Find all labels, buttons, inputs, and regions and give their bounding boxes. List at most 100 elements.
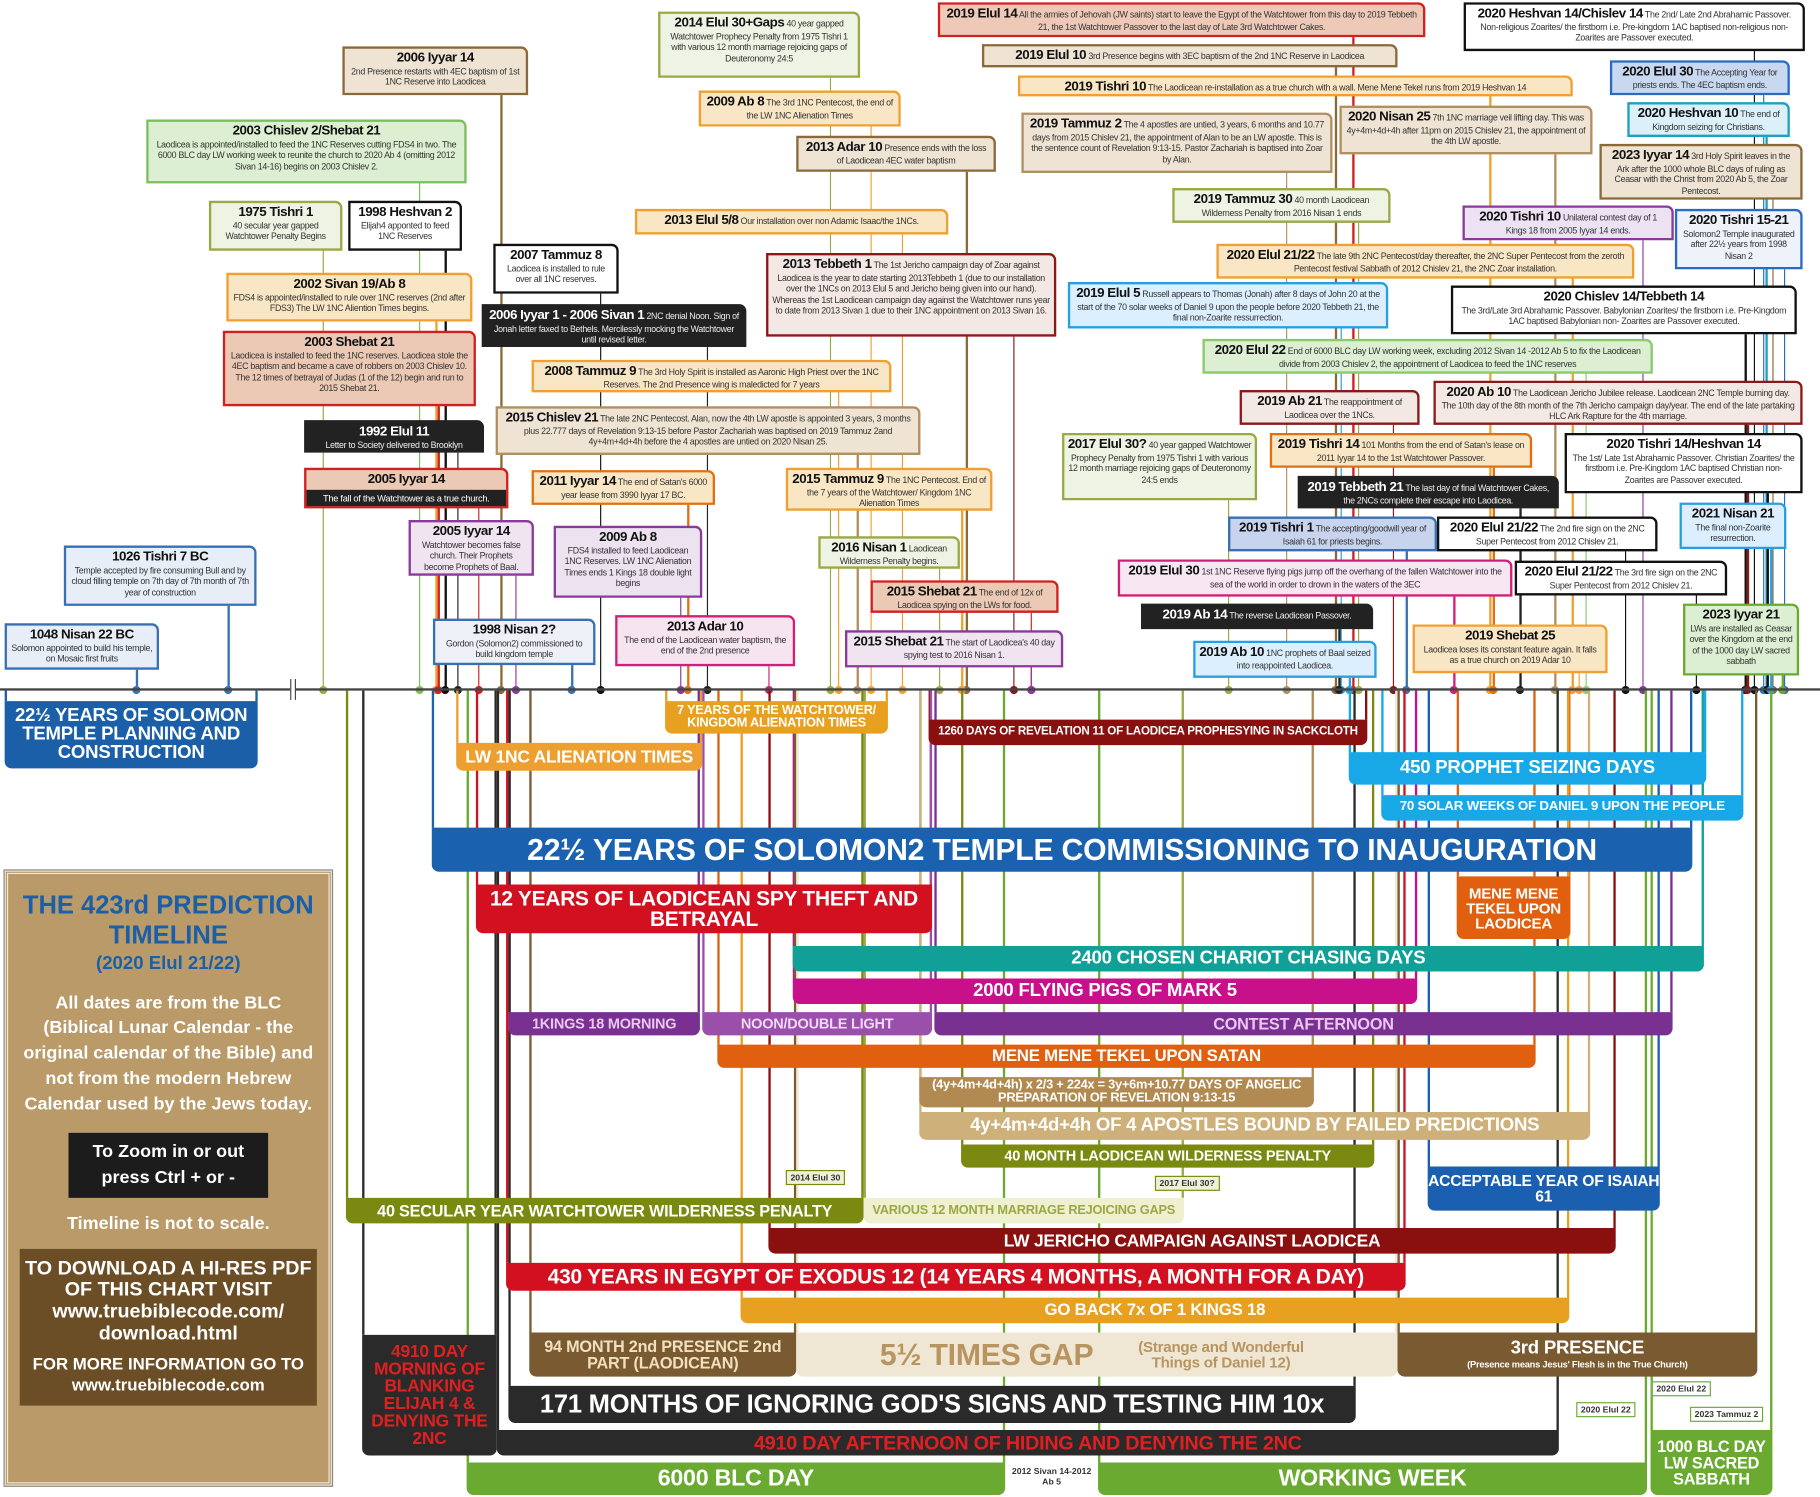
bar-label: MENE MENE TEKEL UPON SATAN: [992, 1046, 1261, 1066]
bar-bracket: [928, 690, 931, 720]
bar-label: 1260 DAYS OF REVELATION 11 OF LAODICEA P…: [938, 725, 1358, 739]
bar-bracket: [793, 690, 796, 1333]
event-description: Elijah4 apponted to feed 1NC Reserves: [361, 220, 450, 242]
bar-bracket: [1395, 690, 1397, 1333]
event-box: 2019 Tebbeth 21 The last day of final Wa…: [1297, 475, 1559, 509]
event-description: The 3rd fire sign on the 2NC Super Pente…: [1549, 567, 1718, 591]
connector-line: [768, 666, 770, 689]
event-description: Temple accepted by fire consuming Bull a…: [71, 565, 250, 598]
period-bar: NOON/DOUBLE LIGHT: [702, 1012, 933, 1036]
bar-bracket: [529, 690, 532, 1333]
event-box: 2016 Nisan 1 Laodicean Wilderness Penalt…: [818, 536, 960, 569]
date-tag: 2014 Elul 30: [785, 1169, 845, 1186]
event-date: 2019 Tebbeth 21: [1307, 480, 1404, 495]
event-description: 3rd Holy Spirit leaves in the Ark after …: [1614, 150, 1791, 196]
period-bar: MENE MENE TEKEL UPON SATAN: [717, 1044, 1536, 1068]
event-description: 2nd Presence restarts with 4EC baptism o…: [351, 66, 520, 88]
event-date: 2007 Tammuz 8: [510, 248, 602, 263]
bar-label: 2000 FLYING PIGS OF MARK 5: [973, 980, 1237, 1001]
event-description: 7th 1NC marriage veil lifting day. This …: [1346, 112, 1586, 147]
event-date: 2020 Elul 21/22: [1226, 248, 1315, 263]
event-box: 2019 Elul 5 Russell appears to Thomas (J…: [1067, 282, 1389, 329]
date-tag: 2020 Elul 22: [1576, 1402, 1636, 1418]
event-date: 2002 Sivan 19/Ab 8: [293, 277, 406, 292]
event-box: 2020 Heshvan 14/Chislev 14 The 2nd/ Late…: [1463, 2, 1805, 52]
event-description: The last day of final Watchtower Cakes, …: [1343, 482, 1550, 507]
event-date: 2020 Ab 10: [1446, 385, 1511, 400]
event-description: Russell appears to Thomas (Jonah) after …: [1077, 289, 1380, 323]
event-description: FDS4 is appointed/installed to rule over…: [233, 292, 466, 314]
download-link[interactable]: TO DOWNLOAD A HI-RES PDF OF THIS CHART V…: [25, 1256, 312, 1344]
bar-label: WORKING WEEK: [1278, 1465, 1467, 1492]
event-date: 2020 Tishri 14/Heshvan 14: [1606, 437, 1761, 452]
period-bar: 4910 DAY MORNING OF BLANKING ELIJAH 4 & …: [362, 1334, 497, 1456]
event-date: 2015 Shebat 21: [886, 584, 977, 599]
event-box: 2020 Heshvan 10 The end of Kingdom seizi…: [1627, 102, 1790, 137]
connector-line: [965, 171, 968, 689]
date-tag: 2012 Sivan 14-2012 Ab 5: [1007, 1464, 1096, 1489]
connector-line: [901, 234, 904, 689]
period-bar: 22½ YEARS OF SOLOMON TEMPLE PLANNING AND…: [4, 701, 258, 769]
bar-label: 1KINGS 18 MORNING: [531, 1015, 677, 1032]
bar-label: 2400 CHOSEN CHARIOT CHASING DAYS: [1071, 948, 1426, 969]
more-info-link[interactable]: FOR MORE INFORMATION GO TO www.truebible…: [32, 1356, 305, 1395]
event-description: The 3rd 1NC Pentecost, the end of the LW…: [746, 97, 894, 121]
connector-line: [1766, 493, 1769, 689]
event-date: 2013 Tebbeth 1: [782, 257, 872, 272]
event-date: 2019 Tammuz 30: [1193, 192, 1293, 207]
event-box: 2017 Elul 30? 40 year gapped Watchtower …: [1062, 432, 1258, 501]
bar-bracket: [1098, 690, 1100, 1463]
event-date: 2019 Ab 10: [1199, 645, 1264, 660]
event-date: 2019 Elul 5: [1076, 286, 1141, 301]
download-box: TO DOWNLOAD A HI-RES PDF OF THIS CHART V…: [19, 1248, 317, 1406]
bar-label: CONTEST AFTERNOON: [1213, 1014, 1394, 1034]
event-box: 2019 Elul 30 1st 1NC Reserve flying pigs…: [1117, 559, 1513, 597]
bar-label: 430 YEARS IN EGYPT OF EXODUS 12 (14 YEAR…: [547, 1265, 1364, 1289]
event-date: 2013 Elul 5/8: [664, 213, 739, 228]
event-box: 2019 Tishri 1 The accepting/goodwill yea…: [1228, 516, 1437, 552]
bar-bracket: [1770, 690, 1772, 1430]
period-bar: 1000 BLC DAY LW SACRED SABBATH: [1650, 1429, 1773, 1495]
period-bar: 4910 DAY AFTERNOON OF HIDING AND DENYING…: [496, 1429, 1559, 1456]
bar-sublabel: (Strange and Wonderful Things of Daniel …: [1138, 1338, 1304, 1371]
event-box: 2011 Iyyar 14 The end of Satan's 6000 ye…: [531, 470, 715, 505]
event-description: The late 2NC Pentecost. Alan, now the 4t…: [523, 413, 911, 448]
event-box: 2019 Tammuz 30 40 month Laodicean Wilder…: [1172, 188, 1391, 223]
period-bar: 171 MONTHS OF IGNORING GOD'S SIGNS AND T…: [508, 1385, 1356, 1424]
connector-line: [1335, 67, 1337, 689]
event-box: 2015 Tammuz 9 The 1NC Pentecost. End of …: [785, 467, 993, 511]
bar-label: 22½ YEARS OF SOLOMON TEMPLE PLANNING AND…: [14, 705, 248, 763]
date-tag: 2020 Elul 22: [1651, 1381, 1711, 1397]
date-tag: 2017 Elul 30?: [1154, 1175, 1220, 1191]
event-box: 2006 Iyyar 1 - 2006 Sivan 1 2NC denial N…: [481, 304, 747, 348]
event-date: 2005 Iyyar 14: [367, 472, 446, 487]
event-description: The Laodicean Jericho Jubilee release. L…: [1441, 387, 1795, 422]
event-box: 2019 Ab 10 1NC prophets of Baal seized i…: [1193, 640, 1377, 678]
event-box: 2014 Elul 30+Gaps 40 year gapped Watchto…: [658, 11, 861, 78]
event-description: Solomon2 Temple inaugurated after 22½ ye…: [1682, 228, 1795, 261]
period-bar: 4y+4m+4d+4h OF 4 APOSTLES BOUND BY FAILE…: [919, 1111, 1591, 1140]
event-date: 2021 Nisan 21: [1691, 507, 1775, 522]
event-date: 2020 Chislev 14/Tebbeth 14: [1543, 290, 1705, 305]
connector-line: [1781, 675, 1784, 689]
event-date: 2019 Elul 14: [946, 6, 1018, 21]
event-date: 2014 Elul 30+Gaps: [674, 16, 785, 31]
bar-bracket: [4, 690, 7, 702]
event-box: 2008 Tammuz 9 The 3rd Holy Spirit is ins…: [531, 359, 892, 393]
period-bar: 1KINGS 18 MORNING: [508, 1012, 700, 1036]
event-description: Gordon (Solomon2) commissioned to build …: [445, 638, 583, 660]
bar-bracket: [1381, 690, 1383, 796]
event-date: 2019 Elul 10: [1015, 48, 1087, 63]
bar-bracket: [1657, 690, 1660, 1167]
bar-label: MENE MENE TEKEL UPON LAODICEA: [1466, 883, 1561, 932]
